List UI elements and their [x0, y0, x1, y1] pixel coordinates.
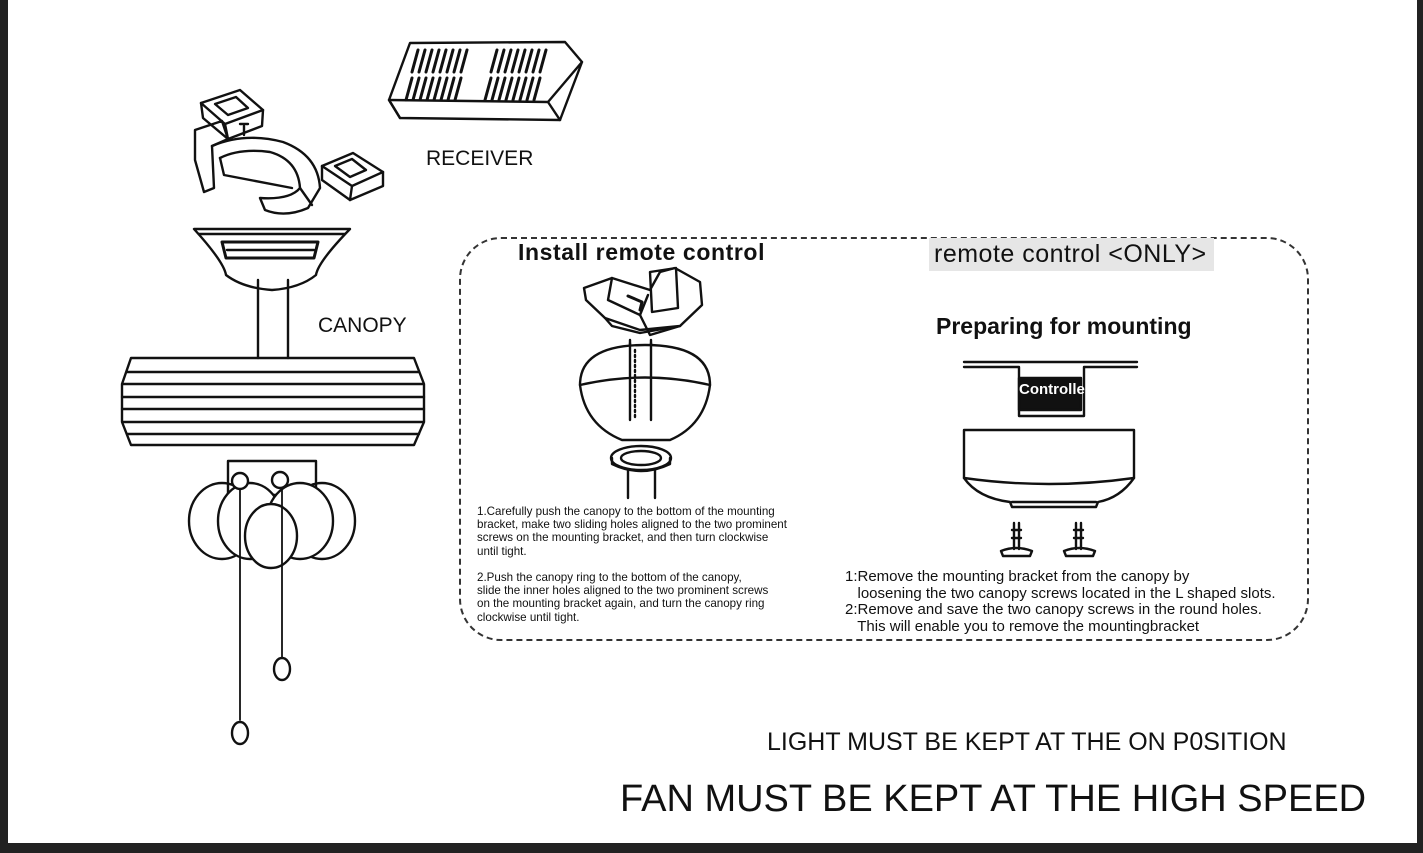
install-step-2: 2.Push the canopy ring to the bottom of … — [477, 571, 768, 624]
mounting-bracket-illustration — [193, 88, 385, 215]
install-step-1: 1.Carefully push the canopy to the botto… — [477, 505, 787, 558]
install-step-1-line: bracket, make two sliding holes aligned … — [477, 518, 787, 532]
install-remote-title: Install remote control — [518, 239, 766, 265]
remote-install-illustration — [578, 266, 712, 500]
fan-warning: FAN MUST BE KEPT AT THE HIGH SPEED — [620, 778, 1367, 820]
install-step-2-line: clockwise until tight. — [477, 610, 580, 624]
light-kit-illustration — [187, 459, 357, 746]
light-warning: LIGHT MUST BE KEPT AT THE ON P0SITION — [767, 728, 1287, 756]
receiver-illustration — [387, 40, 584, 122]
preparing-step-2: 2:Remove and save the two canopy screws … — [845, 601, 1262, 635]
canopy-illustration — [192, 227, 352, 360]
preparing-step-1: 1:Remove the mounting bracket from the c… — [845, 568, 1276, 602]
install-step-1-line: until tight. — [477, 544, 527, 558]
install-step-1-line: screws on the mounting bracket, and then… — [477, 531, 769, 545]
install-step-2-line: on the mounting bracket again, and turn … — [477, 597, 765, 611]
remote-only-title: remote control <ONLY> — [929, 238, 1214, 271]
preparing-step-1-line: loosening the two canopy screws located … — [845, 584, 1276, 602]
controller-label: Controller — [1019, 381, 1091, 398]
preparing-step-2-line: This will enable you to remove the mount… — [845, 617, 1200, 635]
preparing-step-1-line: 1:Remove the mounting bracket from the c… — [845, 568, 1190, 585]
canopy-label: CANOPY — [318, 314, 407, 337]
install-step-2-line: slide the inner holes aligned to the two… — [477, 584, 769, 598]
install-step-2-line: 2.Push the canopy ring to the bottom of … — [477, 571, 742, 584]
install-step-1-line: 1.Carefully push the canopy to the botto… — [477, 505, 775, 518]
preparing-illustration — [962, 360, 1139, 558]
receiver-label: RECEIVER — [426, 147, 534, 170]
fan-motor-illustration — [120, 356, 426, 447]
remote-control-panel — [459, 237, 1309, 641]
preparing-step-2-line: 2:Remove and save the two canopy screws … — [845, 601, 1262, 618]
preparing-title: Preparing for mounting — [936, 313, 1192, 339]
